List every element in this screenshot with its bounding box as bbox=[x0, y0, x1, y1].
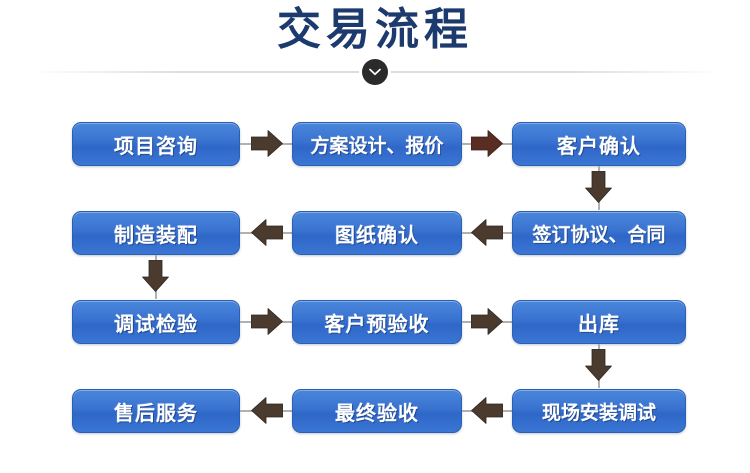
arrow-left-icon bbox=[471, 219, 504, 251]
flow-node-label: 最终验收 bbox=[335, 402, 419, 425]
flow-node-after-sales-service[interactable]: 售后服务 bbox=[72, 389, 240, 433]
flow-node-label: 客户预验收 bbox=[324, 313, 430, 336]
flow-node-label: 现场安装调试 bbox=[541, 402, 656, 424]
flow-node-drawing-confirmation[interactable]: 图纸确认 bbox=[292, 211, 462, 255]
arrow-right-icon bbox=[250, 130, 283, 162]
flow-node-label: 调试检验 bbox=[114, 313, 198, 336]
flow-node-final-acceptance[interactable]: 最终验收 bbox=[292, 389, 462, 433]
flow-node-design-quotation[interactable]: 方案设计、报价 bbox=[292, 122, 462, 166]
flow-node-label: 制造装配 bbox=[114, 224, 198, 247]
chevron-down-icon bbox=[362, 59, 388, 85]
arrow-down-icon bbox=[142, 259, 169, 297]
flow-node-label: 售后服务 bbox=[114, 402, 198, 425]
flow-node-project-consultation[interactable]: 项目咨询 bbox=[72, 122, 240, 166]
flow-node-label: 客户确认 bbox=[557, 135, 641, 158]
page-title: 交易流程 bbox=[277, 5, 473, 54]
arrow-left-icon bbox=[471, 397, 504, 429]
flow-diagram: 项目咨询 方案设计、报价 客户确认 制造装配 bbox=[0, 95, 750, 473]
arrow-down-icon bbox=[585, 170, 612, 208]
flow-node-customer-confirmation[interactable]: 客户确认 bbox=[512, 122, 686, 166]
arrow-left-icon bbox=[251, 397, 284, 429]
arrow-right-icon bbox=[250, 308, 283, 340]
flow-node-customer-pre-acceptance[interactable]: 客户预验收 bbox=[292, 300, 462, 344]
flow-node-sign-agreement-contract[interactable]: 签订协议、合同 bbox=[512, 211, 686, 255]
flow-node-outbound[interactable]: 出库 bbox=[512, 300, 686, 344]
flow-node-label: 项目咨询 bbox=[114, 135, 198, 158]
header: 交易流程 bbox=[0, 0, 750, 95]
flow-node-label: 签订协议、合同 bbox=[532, 224, 666, 246]
arrow-right-icon bbox=[470, 130, 503, 162]
arrow-down-icon bbox=[585, 348, 612, 386]
flow-node-commissioning-inspection[interactable]: 调试检验 bbox=[72, 300, 240, 344]
flow-node-manufacturing-assembly[interactable]: 制造装配 bbox=[72, 211, 240, 255]
flow-node-label: 方案设计、报价 bbox=[310, 135, 444, 157]
flow-node-label: 图纸确认 bbox=[335, 224, 419, 247]
flow-node-onsite-installation-commissioning[interactable]: 现场安装调试 bbox=[512, 389, 686, 433]
flow-node-label: 出库 bbox=[578, 313, 620, 336]
arrow-right-icon bbox=[470, 308, 503, 340]
arrow-left-icon bbox=[251, 219, 284, 251]
